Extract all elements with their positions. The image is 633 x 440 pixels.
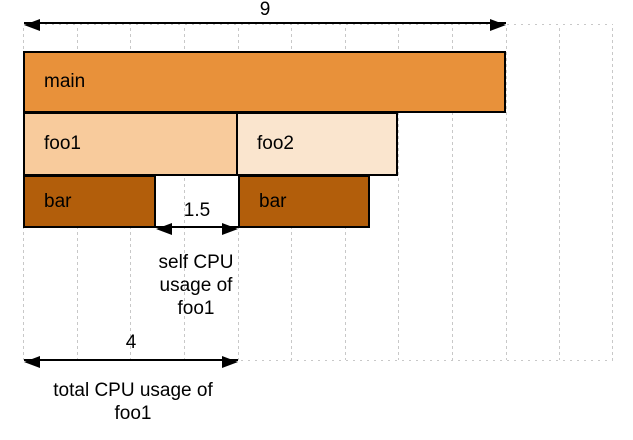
total-width-label: 9 <box>259 0 271 20</box>
frame-bar-right: bar <box>238 175 370 228</box>
self-cpu-caption: self CPU usage of foo1 <box>121 251 271 320</box>
total-cpu-value: 4 <box>125 332 137 353</box>
caption-line: foo1 <box>177 298 215 319</box>
caption-line: usage of <box>159 275 233 296</box>
self-cpu-arrow <box>156 223 238 235</box>
frame-label: foo2 <box>257 133 294 154</box>
self-cpu-value: 1.5 <box>183 200 211 221</box>
frame-label: main <box>44 71 86 92</box>
total-cpu-arrow <box>24 356 238 368</box>
frame-label: bar <box>44 190 72 212</box>
caption-line: foo1 <box>114 403 152 424</box>
frame-main: main <box>23 51 506 113</box>
gridline <box>184 28 185 360</box>
frame-label: bar <box>259 190 287 212</box>
frame-bar-left: bar <box>23 175 156 228</box>
dotted-baseline-top <box>24 24 613 25</box>
caption-line: self CPU <box>158 252 234 273</box>
gridline <box>506 28 507 360</box>
total-cpu-caption: total CPU usage of foo1 <box>33 379 233 425</box>
total-width-arrow <box>24 19 506 31</box>
gridline <box>398 28 399 360</box>
gridline <box>452 28 453 360</box>
gridline <box>612 28 613 360</box>
frame-foo1: foo1 <box>23 112 238 176</box>
dotted-baseline-bottom <box>24 360 613 361</box>
caption-line: total CPU usage of <box>53 380 213 401</box>
frame-label: foo1 <box>44 133 81 154</box>
frame-foo2: foo2 <box>236 112 398 176</box>
gridline <box>559 28 560 360</box>
